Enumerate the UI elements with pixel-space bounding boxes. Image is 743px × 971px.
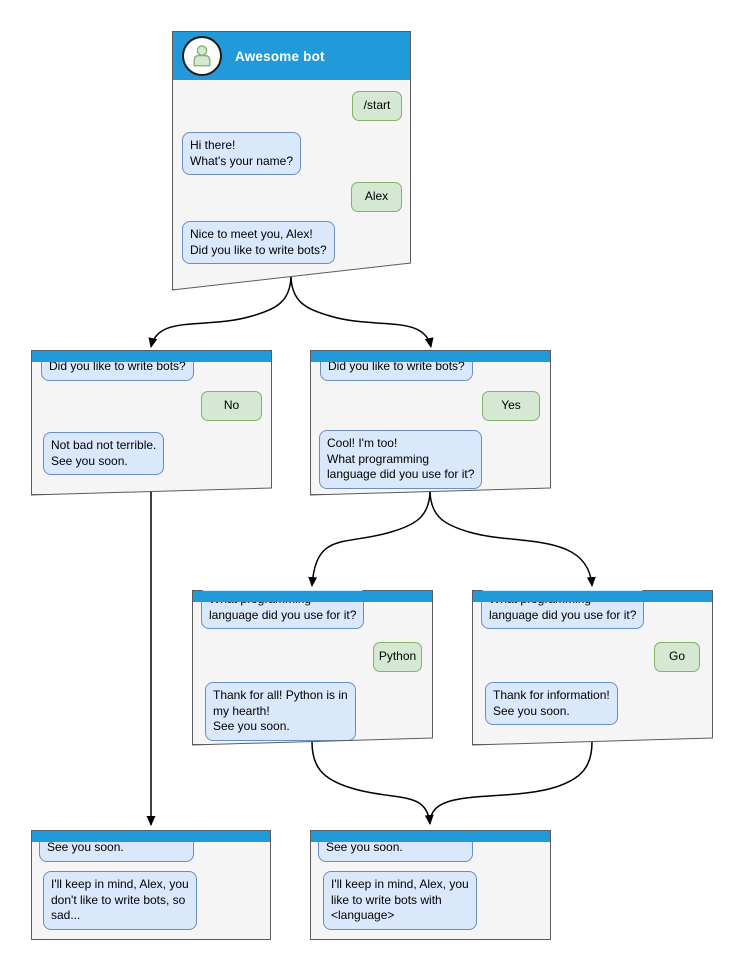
chat-header: Awesome bot	[173, 32, 410, 80]
chat-node-lang-python: What programming language did you use fo…	[192, 590, 433, 745]
user-message-bubble: Yes	[482, 391, 540, 421]
bot-title: Awesome bot	[235, 48, 325, 64]
chat-node-branch-no: Did you like to write bots? No Not bad n…	[31, 350, 272, 495]
chat-node-end-no: See you soon. I'll keep in mind, Alex, y…	[31, 830, 271, 940]
bot-avatar	[182, 36, 222, 76]
bot-message-bubble: I'll keep in mind, Alex, you don't like …	[43, 871, 197, 930]
bot-message-bubble: Not bad not terrible. See you soon.	[43, 432, 165, 476]
edge-python-to-end	[311, 741, 434, 825]
user-message-bubble: No	[201, 391, 262, 421]
bot-message-bubble: I'll keep in mind, Alex, you like to wri…	[323, 871, 477, 930]
user-message-bubble: Alex	[351, 182, 402, 212]
edge-start-to-yes	[290, 276, 434, 348]
chat-node-lang-go: What programming language did you use fo…	[472, 590, 713, 745]
chat-node-branch-yes: Did you like to write bots? Yes Cool! I'…	[310, 350, 551, 495]
edge-yes-to-go	[429, 491, 596, 587]
bot-message-bubble: Hi there! What's your name?	[182, 132, 302, 176]
bot-message-bubble: Thank for all! Python is in my hearth! S…	[205, 682, 356, 741]
node-title-bar	[473, 591, 712, 602]
node-title-bar	[32, 351, 271, 362]
bot-message-bubble: Cool! I'm too! What programming language…	[319, 430, 483, 489]
bot-message-bubble: Nice to meet you, Alex! Did you like to …	[182, 221, 335, 265]
chat-node-end-yes: See you soon. I'll keep in mind, Alex, y…	[310, 830, 551, 940]
node-title-bar	[193, 591, 432, 602]
user-message-bubble: Python	[373, 642, 422, 672]
edge-yes-to-python	[308, 491, 431, 587]
chat-node-start: Awesome bot /start Hi there! What's your…	[172, 31, 411, 290]
node-title-bar	[32, 831, 270, 842]
node-title-bar	[311, 351, 550, 362]
node-title-bar	[311, 831, 550, 842]
user-message-bubble: Go	[654, 642, 700, 672]
user-message-bubble: /start	[352, 91, 402, 121]
person-icon	[193, 45, 211, 67]
bot-message-bubble: Thank for information! See you soon.	[485, 682, 618, 726]
edge-go-to-end	[430, 741, 593, 818]
